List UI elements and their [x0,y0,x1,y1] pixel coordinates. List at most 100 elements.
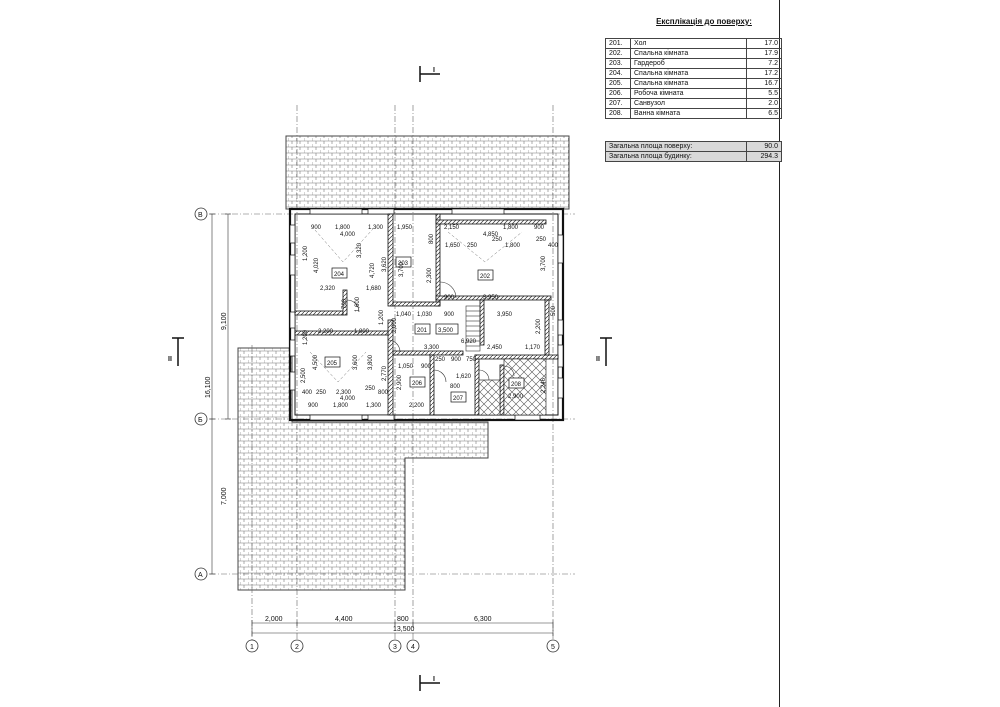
dimension-label: 1,200 [379,309,385,325]
dimension-label: 3,800 [368,354,374,370]
dimension-label: 3,950 [497,312,513,318]
room-area: 7.2 [746,58,782,69]
section-markers [172,66,612,691]
room-tag-boxes [324,256,525,403]
section-label-right: II [596,356,600,363]
total-area: 294.3 [746,151,782,162]
room-name: Санвузол [630,98,747,109]
dimension-label: 2,246 [541,377,547,393]
total-label: Загальна площа поверху: [605,141,747,152]
section-label-top: I [433,67,435,74]
room-tag-207: 207 [453,396,464,402]
room-tag-205: 205 [327,361,338,367]
dimension-label: 900 [534,225,545,231]
dimension-label: 250 [316,390,327,396]
dimension-label: 2,000 [392,317,398,333]
room-number: 207. [605,98,631,109]
room-schedule-title: Експлікація до поверху: [656,17,752,26]
dim-7000: 7,000 [221,487,228,505]
dimension-label: 2,150 [444,225,460,231]
dimension-label: 6,920 [461,339,477,345]
dimension-label: 800 [378,390,389,396]
room-number: 204. [605,68,631,79]
room-tag-203: 203 [398,261,409,267]
axis-grid [210,105,575,640]
dimension-label: 500 [551,305,557,316]
axis-letter-b: Б [198,417,203,424]
axis-number-1: 1 [250,644,254,651]
dimension-label: 3,620 [382,256,388,272]
dimension-label: 1,300 [366,403,382,409]
dimension-label: 4,500 [313,354,319,370]
room-number: 208. [605,108,631,119]
dimension-label: 900 [444,312,455,318]
dimension-label: 1,200 [303,329,309,345]
dim-6300: 6,300 [474,616,492,623]
axis-letter-v: В [198,212,203,219]
dimension-label: 400 [548,243,559,249]
dimension-label: 1,800 [333,403,349,409]
room-area-tag: 3,500 [438,328,454,334]
dimension-label: 2,300 [336,390,352,396]
room-name: Гардероб [630,58,747,69]
area-totals-table: Загальна площа поверху:90.0 Загальна пло… [605,141,782,162]
room-name: Ванна кімната [630,108,747,119]
room-tag-208: 208 [511,382,522,388]
interior-walls [294,213,559,416]
dimension-label: 1,040 [396,312,412,318]
dimension-label: 1,680 [366,286,382,292]
room-tag-201: 201 [417,328,428,334]
dimension-label: 2,450 [487,345,503,351]
windows [289,208,564,421]
dim-4400: 4,400 [335,616,353,623]
room-number: 203. [605,58,631,69]
room-number: 201. [605,38,631,49]
dim-13500: 13,500 [393,626,415,633]
dimension-label: 3,950 [483,295,499,301]
dimension-label: 900 [444,295,455,301]
dimension-label: 800 [450,384,461,390]
dimension-label: 2,320 [320,286,336,292]
dimension-label: 4,000 [340,232,356,238]
dimension-label: 3,320 [357,242,363,258]
room-name: Спальна кімната [630,78,747,89]
inner-dimensions: 900 1,800 1,300 4,000 1,950 2,150 1,800 … [301,225,559,409]
dimension-label: 1,200 [303,245,309,261]
dimension-label: 2,200 [536,318,542,334]
table-row: Загальна площа будинку:294.3 [605,151,782,162]
room-number: 206. [605,88,631,99]
dimension-label: 400 [302,390,313,396]
dimension-label: 1,300 [368,225,384,231]
dimension-label: 700 [342,298,348,309]
dimension-label: 4,020 [314,257,320,273]
section-label-left: II [168,356,172,363]
dimension-label: 2,200 [409,403,425,409]
dimension-label: 1,950 [397,225,413,231]
dimension-label: 3,700 [541,255,547,271]
dimension-label: 250 [365,386,376,392]
dimension-label: 900 [308,403,319,409]
axis-letter-a: А [198,572,203,579]
dimension-label: 1,170 [525,345,541,351]
dimension-label: 4,000 [340,396,356,402]
room-name: Спальна кімната [630,48,747,59]
upper-roof-hatch [285,135,570,210]
axis-bubbles [194,207,560,653]
dimension-label: 4,720 [370,262,376,278]
dimension-label: 3,700 [399,261,405,277]
axis-number-2: 2 [295,644,299,651]
room-area: 17.0 [746,38,782,49]
axis-number-4: 4 [411,644,415,651]
axis-number-5: 5 [551,644,555,651]
room-name: Хол [630,38,747,49]
dimension-label: 2,200 [318,329,334,335]
dimension-label: 2,300 [427,267,433,283]
room-area: 16.7 [746,78,782,89]
dimension-label: 1,600 [355,296,361,312]
dimension-label: 800 [429,233,435,244]
